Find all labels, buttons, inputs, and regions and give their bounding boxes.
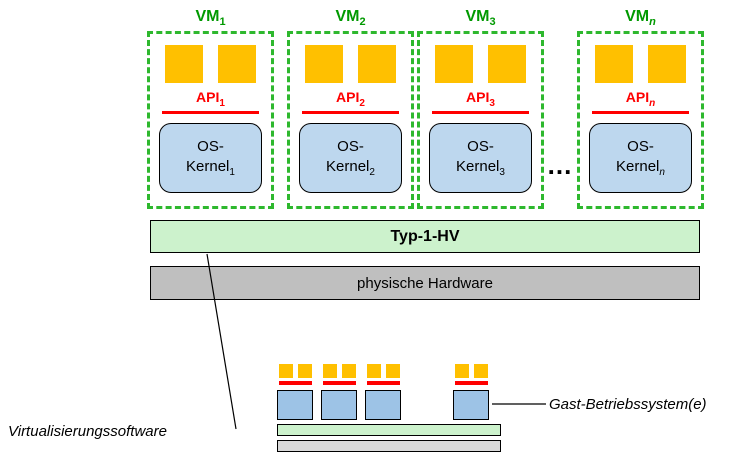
- mini-app-square: [473, 364, 488, 378]
- mini-os-box: [365, 390, 401, 420]
- app-square: [648, 45, 686, 83]
- vm-group-3: VM3 API3 OS- Kernel3: [417, 8, 544, 209]
- vm1-title: VM1: [195, 8, 226, 29]
- mini-app-square: [297, 364, 312, 378]
- hypervisor-bar: Typ-1-HV: [150, 220, 700, 253]
- hardware-label: physische Hardware: [357, 274, 493, 292]
- api-line: [162, 110, 259, 114]
- vm3-api-label: API3: [466, 89, 495, 109]
- vmn-apps: [595, 45, 686, 83]
- vm2-os-kernel: OS- Kernel2: [299, 122, 402, 193]
- mini-app-square: [454, 364, 469, 378]
- mini-api-line: [366, 381, 400, 385]
- mini-os-box: [277, 390, 313, 420]
- mini-api-line: [454, 381, 488, 385]
- mini-app-square: [322, 364, 337, 378]
- api-line: [592, 110, 689, 114]
- mini-vm-cluster: [453, 364, 489, 420]
- app-square: [165, 45, 203, 83]
- vm2-api-label: API2: [336, 89, 365, 109]
- hardware-bar: physische Hardware: [150, 266, 700, 300]
- mini-apps: [366, 364, 400, 378]
- mini-vm-cluster: [321, 364, 357, 420]
- vm-group-1: VM1 API1 OS- Kernel1: [147, 8, 274, 209]
- mini-api-line: [322, 381, 356, 385]
- vm1-box: API1 OS- Kernel1: [147, 31, 274, 209]
- mini-hardware-bar: [277, 440, 501, 452]
- vmn-api-label: APIn: [625, 89, 656, 109]
- api-line: [432, 110, 529, 114]
- mini-app-square: [278, 364, 293, 378]
- mini-vm-cluster: [365, 364, 401, 420]
- virtualization-software-label: Virtualisierungssoftware: [8, 423, 167, 440]
- app-square: [488, 45, 526, 83]
- vm-group-2: VM2 API2 OS- Kernel2: [287, 8, 414, 209]
- mini-app-square: [341, 364, 356, 378]
- vm2-apps: [305, 45, 396, 83]
- vmn-title: VMn: [625, 8, 656, 29]
- mini-os-box: [321, 390, 357, 420]
- mini-app-square: [385, 364, 400, 378]
- mini-apps: [454, 364, 488, 378]
- mini-app-square: [366, 364, 381, 378]
- vm3-apps: [435, 45, 526, 83]
- vmn-os-kernel: OS- Kerneln: [589, 122, 692, 193]
- ellipsis: ...: [547, 150, 573, 180]
- vm1-os-kernel: OS- Kernel1: [159, 122, 262, 193]
- app-square: [305, 45, 343, 83]
- mini-api-line: [278, 381, 312, 385]
- mini-apps: [322, 364, 356, 378]
- app-square: [435, 45, 473, 83]
- hypervisor-label: Typ-1-HV: [390, 227, 460, 245]
- mini-apps: [278, 364, 312, 378]
- api-line: [302, 110, 399, 114]
- vm2-box: API2 OS- Kernel2: [287, 31, 414, 209]
- guest-os-label: Gast-Betriebssystem(e): [549, 396, 707, 413]
- vm3-box: API3 OS- Kernel3: [417, 31, 544, 209]
- vm3-title: VM3: [465, 8, 496, 29]
- mini-vm-cluster: [277, 364, 313, 420]
- vm1-api-label: API1: [196, 89, 225, 109]
- vm3-os-kernel: OS- Kernel3: [429, 122, 532, 193]
- app-square: [595, 45, 633, 83]
- app-square: [358, 45, 396, 83]
- mini-hypervisor-bar: [277, 424, 501, 436]
- vm-group-n: VMn APIn OS- Kerneln: [577, 8, 704, 209]
- vm2-title: VM2: [335, 8, 366, 29]
- app-square: [218, 45, 256, 83]
- vmn-box: APIn OS- Kerneln: [577, 31, 704, 209]
- vm1-apps: [165, 45, 256, 83]
- mini-os-box: [453, 390, 489, 420]
